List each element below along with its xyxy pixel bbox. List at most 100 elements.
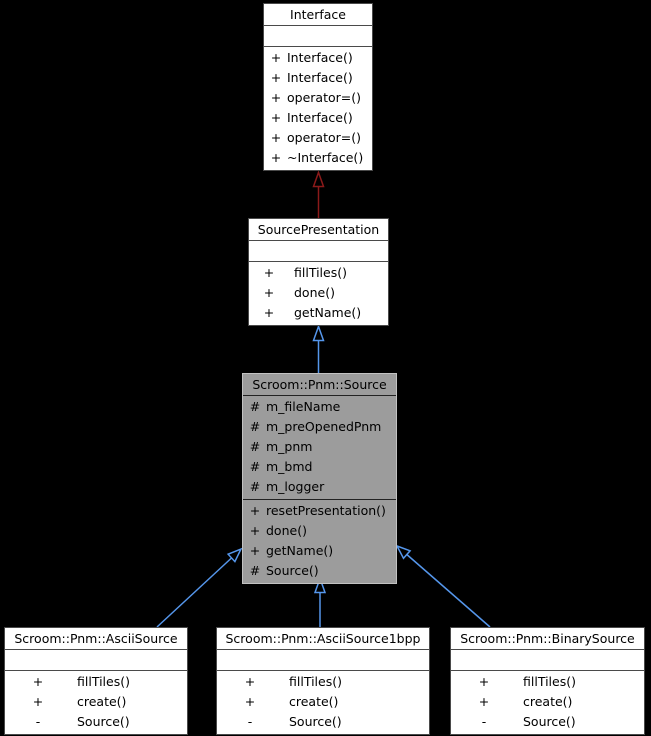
member-name: fillTiles()	[523, 674, 576, 689]
attributes-section-empty	[451, 650, 644, 671]
visibility-symbol: +	[270, 70, 282, 85]
attributes-section-empty	[217, 650, 429, 671]
member-row: + fillTiles()	[249, 263, 388, 283]
member-row: # Source()	[243, 561, 396, 581]
member-name: m_logger	[266, 479, 325, 494]
class-title[interactable]: Scroom::Pnm::AsciiSource1bpp	[217, 628, 429, 650]
class-node-ascii-source[interactable]: Scroom::Pnm::AsciiSource +fillTiles() +c…	[4, 627, 188, 735]
class-title[interactable]: SourcePresentation	[249, 219, 388, 241]
member-row: + Interface()	[264, 48, 372, 68]
member-name: getName()	[294, 305, 362, 320]
member-name: Source()	[523, 714, 576, 729]
visibility-symbol: +	[478, 674, 490, 689]
visibility-symbol: +	[478, 694, 490, 709]
visibility-symbol: +	[270, 130, 282, 145]
edge-binarysource-to-pnmsource	[395, 544, 491, 628]
visibility-symbol: +	[32, 674, 44, 689]
class-node-ascii-source-1bpp[interactable]: Scroom::Pnm::AsciiSource1bpp + fillTiles(…	[216, 627, 430, 735]
class-node-binary-source[interactable]: Scroom::Pnm::BinarySource + fillTiles() +…	[450, 627, 645, 735]
methods-section: + fillTiles() + done() + getName()	[249, 262, 388, 325]
visibility-symbol: +	[270, 110, 282, 125]
edge-sourcepresentation-to-interface	[312, 170, 325, 218]
class-title[interactable]: Scroom::Pnm::BinarySource	[451, 628, 644, 650]
member-row: + done()	[249, 283, 388, 303]
edge-pnmsource-to-sourcepresentation	[312, 324, 325, 373]
member-name: m_bmd	[266, 459, 313, 474]
member-row: + fillTiles()	[5, 672, 187, 692]
class-title[interactable]: Scroom::Pnm::AsciiSource	[5, 628, 187, 650]
member-row: + getName()	[249, 303, 388, 323]
visibility-symbol: +	[249, 503, 261, 518]
attributes-section-empty	[264, 26, 372, 47]
attributes-section-empty	[5, 650, 187, 671]
member-name: m_pnm	[266, 439, 313, 454]
class-node-pnm-source-current[interactable]: Scroom::Pnm::Source #m_fileName #m_preOp…	[242, 373, 397, 584]
visibility-symbol: +	[270, 50, 282, 65]
visibility-symbol: #	[249, 459, 261, 474]
member-name: create()	[289, 694, 339, 709]
member-row: + create()	[5, 692, 187, 712]
member-name: getName()	[266, 543, 334, 558]
attributes-section: #m_fileName #m_preOpenedPnm #m_pnm #m_bm…	[243, 396, 396, 500]
member-row: # m_bmd	[243, 457, 396, 477]
member-name: m_preOpenedPnm	[266, 419, 382, 434]
methods-section: + fillTiles() + create() - Source()	[5, 671, 187, 734]
visibility-symbol: +	[32, 694, 44, 709]
visibility-symbol: #	[249, 399, 261, 414]
member-row: + Interface()	[264, 108, 372, 128]
member-name: fillTiles()	[77, 674, 130, 689]
class-title[interactable]: Scroom::Pnm::Source	[243, 374, 396, 396]
visibility-symbol: #	[249, 563, 261, 578]
member-row: # m_pnm	[243, 437, 396, 457]
methods-section: + fillTiles() +create() -Source()	[451, 671, 644, 734]
member-name: operator=()	[287, 90, 361, 105]
member-name: Interface()	[287, 70, 353, 85]
edge-asciisource1bpp-to-pnmsource	[313, 576, 327, 627]
visibility-symbol: -	[247, 714, 253, 729]
member-row: #m_preOpenedPnm	[243, 417, 396, 437]
member-name: fillTiles()	[289, 674, 342, 689]
member-name: done()	[294, 285, 335, 300]
member-row: +create()	[451, 692, 644, 712]
methods-section: +resetPresentation() +done() +getName() …	[243, 500, 396, 583]
visibility-symbol: +	[249, 543, 261, 558]
member-row: +~Interface()	[264, 148, 372, 168]
member-name: resetPresentation()	[266, 503, 386, 518]
visibility-symbol: -	[35, 714, 41, 729]
member-name: fillTiles()	[294, 265, 347, 280]
visibility-symbol: +	[263, 305, 275, 320]
member-row: + fillTiles()	[451, 672, 644, 692]
member-row: - Source()	[217, 712, 429, 732]
member-name: create()	[77, 694, 127, 709]
visibility-symbol: +	[270, 90, 282, 105]
class-title[interactable]: Interface	[264, 4, 372, 26]
member-row: #m_logger	[243, 477, 396, 497]
member-name: Interface()	[287, 110, 353, 125]
member-name: ~Interface()	[287, 150, 364, 165]
class-node-sourcepresentation[interactable]: SourcePresentation + fillTiles() + done() …	[248, 218, 389, 326]
member-row: + done()	[243, 521, 396, 541]
attributes-section-empty	[249, 241, 388, 262]
member-name: done()	[266, 523, 307, 538]
methods-section: + Interface() + Interface() + operator=() +…	[264, 47, 372, 170]
visibility-symbol: +	[244, 694, 256, 709]
member-name: Source()	[289, 714, 342, 729]
visibility-symbol: #	[249, 439, 261, 454]
visibility-symbol: +	[249, 523, 261, 538]
visibility-symbol: +	[244, 674, 256, 689]
visibility-symbol: +	[263, 285, 275, 300]
member-name: Source()	[77, 714, 130, 729]
member-row: - Source()	[5, 712, 187, 732]
member-row: -Source()	[451, 712, 644, 732]
edge-asciisource-to-pnmsource	[156, 547, 243, 628]
member-name: operator=()	[287, 130, 361, 145]
visibility-symbol: +	[263, 265, 275, 280]
member-row: + resetPresentation()	[243, 501, 396, 521]
member-row: + Interface()	[264, 68, 372, 88]
class-node-interface[interactable]: Interface + Interface() + Interface() + ope…	[263, 3, 373, 171]
member-name: Interface()	[287, 50, 353, 65]
member-row: + operator=()	[264, 128, 372, 148]
member-row: + fillTiles()	[217, 672, 429, 692]
member-name: Source()	[266, 563, 319, 578]
